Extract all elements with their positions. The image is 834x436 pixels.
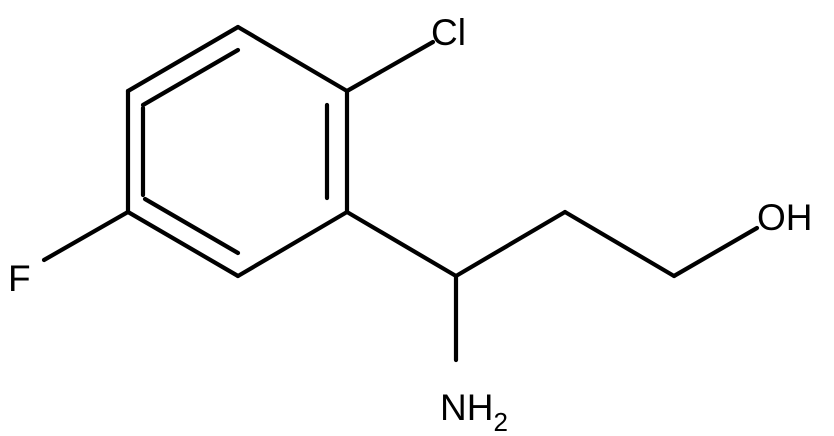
bond-chiral-to-ch2 <box>453 209 568 279</box>
ring-bond-bottom-left <box>125 209 241 279</box>
amine-main-label: NH <box>440 387 493 428</box>
amine-subscript: 2 <box>493 407 507 436</box>
bond-to-fluorine <box>41 209 131 263</box>
bond-to-hydroxyl <box>671 225 760 279</box>
ring-double-bond-top <box>140 47 241 108</box>
ring-double-bond-lower-left <box>142 196 241 256</box>
ring-bond-top-right <box>235 24 350 94</box>
hydroxyl-label: OH <box>757 197 813 238</box>
ring-bond-top <box>125 24 241 94</box>
amine-label: NH2 <box>440 387 508 436</box>
bond-ring-to-chiral-carbon <box>344 209 459 279</box>
chlorine-label: Cl <box>431 12 466 53</box>
fluorine-label: F <box>8 258 31 299</box>
bond-to-chlorine <box>344 39 436 94</box>
bond-ch2-to-ch2 <box>562 209 677 279</box>
ring-bond-bottom-right <box>235 209 350 279</box>
